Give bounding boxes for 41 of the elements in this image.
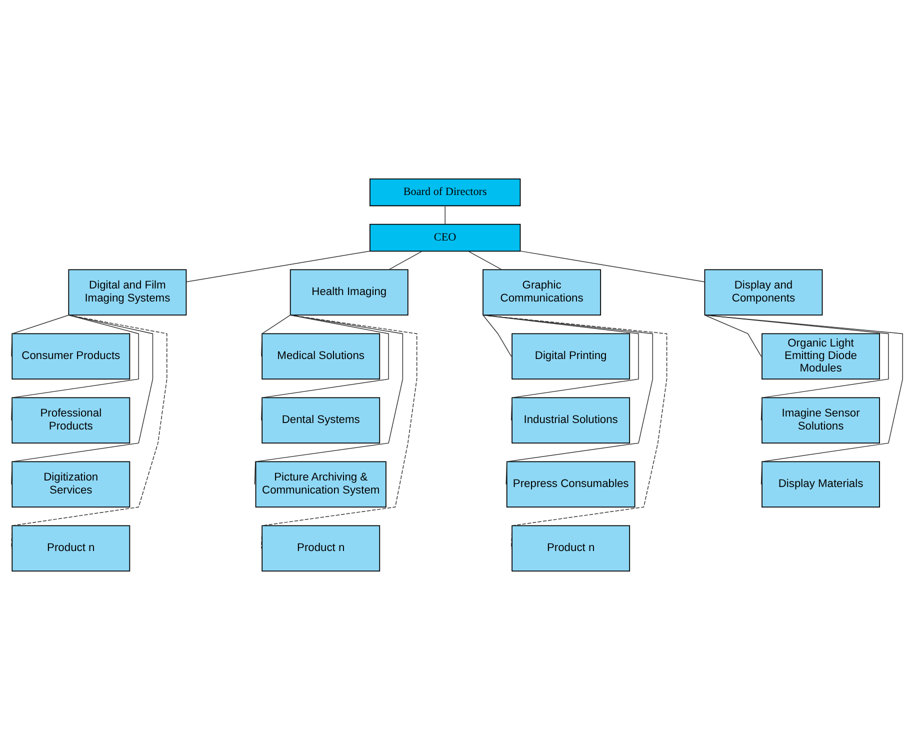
- node-box: Dental Systems: [262, 397, 380, 444]
- node-box: Consumer Products: [12, 333, 130, 380]
- connector: [704, 314, 889, 421]
- node-box: Display and Components: [704, 269, 823, 316]
- node-box: CEO: [370, 224, 521, 252]
- connector: [482, 314, 654, 485]
- connector: [520, 250, 706, 282]
- node-box: Health Imaging: [290, 269, 408, 316]
- node-box: Digitization Services: [12, 461, 130, 508]
- node-box: Board of Directors: [370, 178, 521, 206]
- node-box: Graphic Communications: [482, 269, 602, 316]
- connector: [704, 314, 762, 357]
- node-box: Medical Solutions: [262, 333, 380, 380]
- connector: [11, 314, 168, 549]
- connector: [444, 205, 446, 225]
- connector: [468, 250, 502, 270]
- connector: [260, 314, 291, 357]
- node-box: Digital and Film Imaging Systems: [68, 269, 187, 316]
- connector: [704, 314, 903, 485]
- connector: [11, 314, 70, 357]
- connector: [186, 250, 370, 282]
- connector: [388, 250, 422, 270]
- connector: [254, 314, 404, 485]
- node-box: Digital Printing: [512, 333, 630, 380]
- node-box: Industrial Solutions: [512, 397, 630, 444]
- node-box: Imagine Sensor Solutions: [762, 397, 880, 444]
- node-box: Product n: [262, 525, 380, 572]
- connector: [482, 314, 668, 549]
- node-box: Display Materials: [762, 461, 880, 508]
- connector: [260, 314, 389, 421]
- connector: [482, 314, 639, 421]
- node-box: Product n: [512, 525, 630, 572]
- connector: [11, 314, 154, 485]
- node-box: Professional Products: [12, 397, 130, 444]
- node-box: Prepress Consumables: [506, 461, 636, 508]
- connector: [482, 314, 512, 357]
- connector: [11, 314, 139, 421]
- node-box: Organic Light Emitting Diode Modules: [762, 333, 880, 380]
- connector: [260, 314, 418, 549]
- node-box: Product n: [12, 525, 130, 572]
- node-box: Picture Archiving & Communication System: [255, 461, 386, 508]
